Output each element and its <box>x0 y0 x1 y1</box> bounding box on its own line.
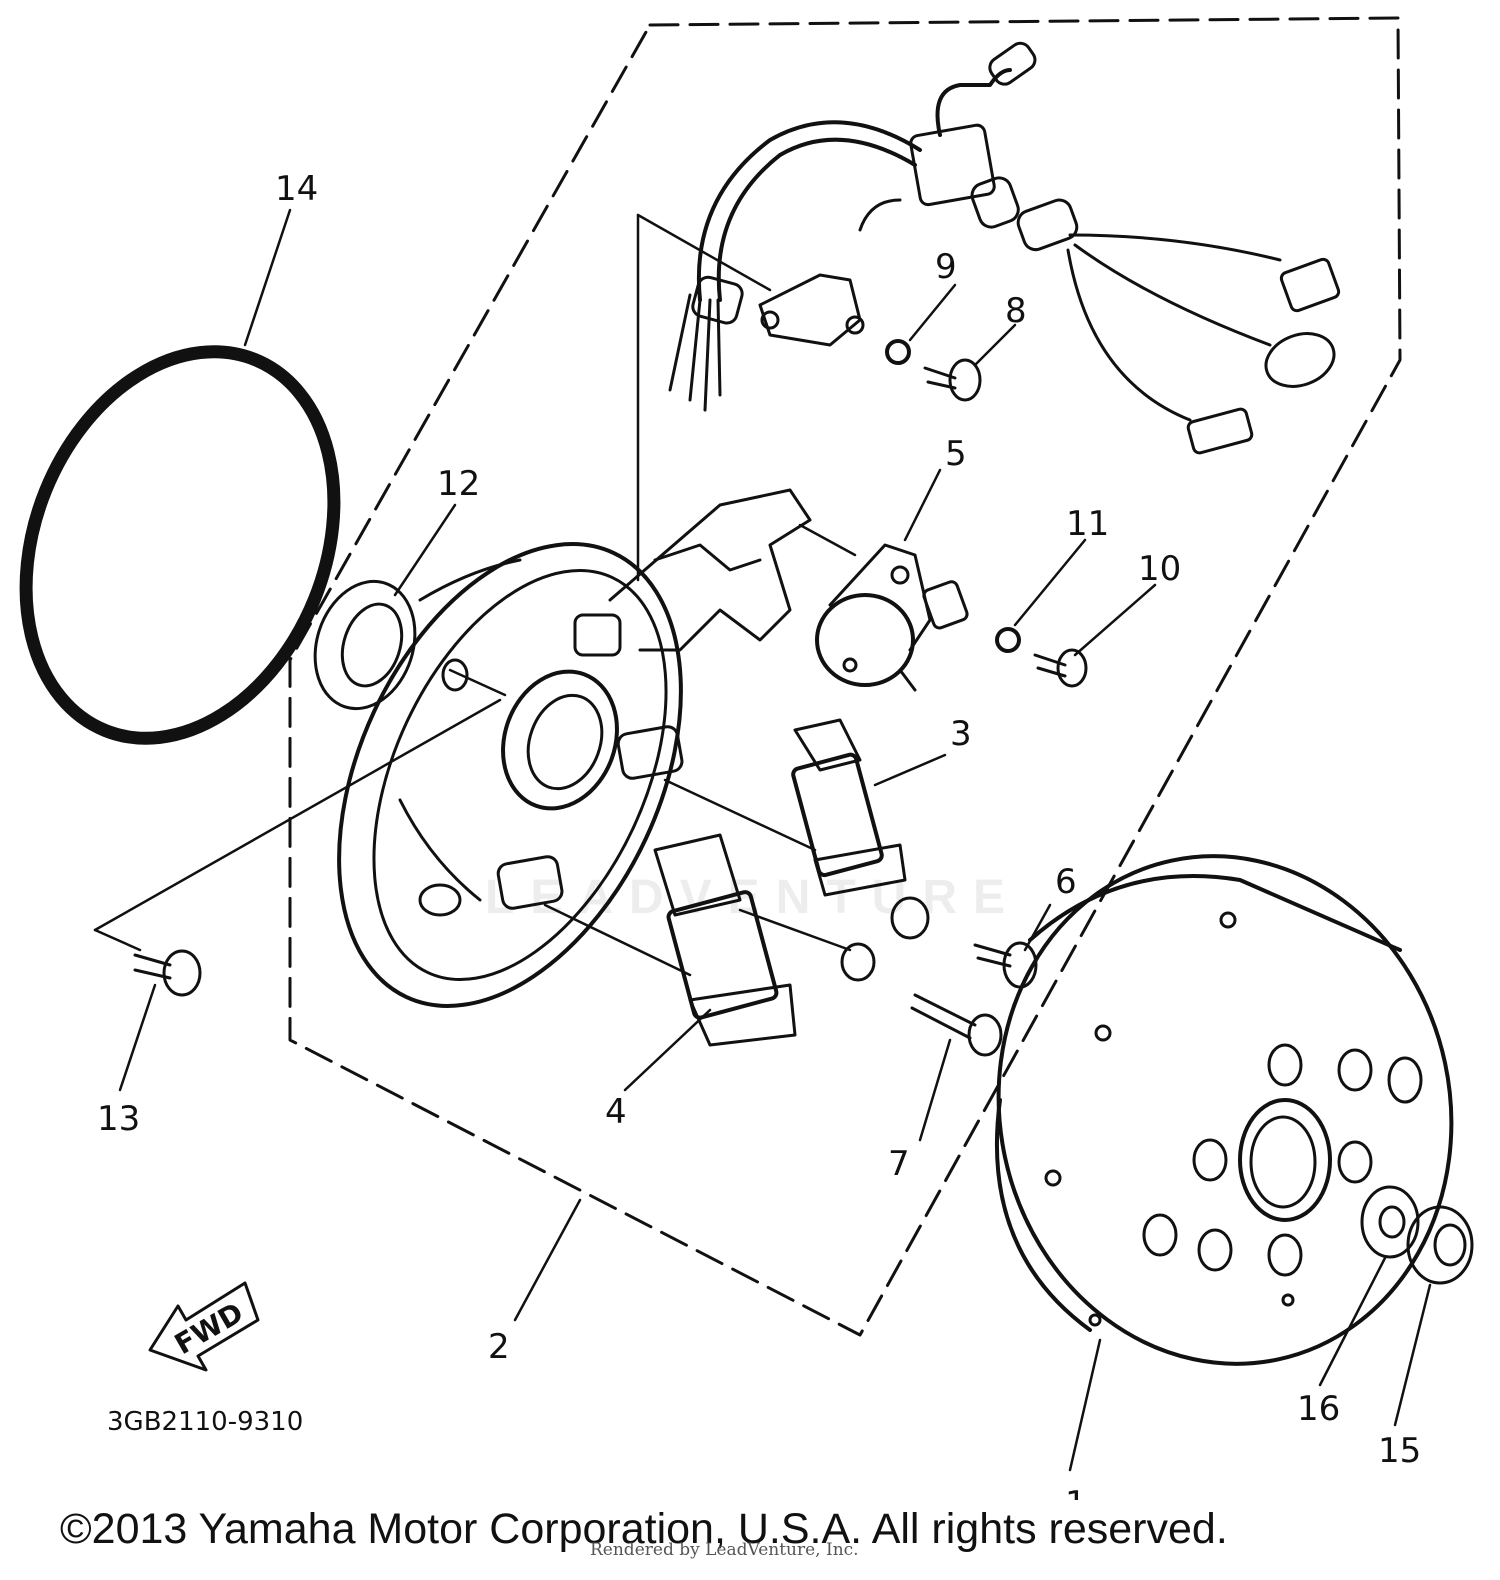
watermark-text: LEADVENTURE <box>485 871 1022 924</box>
screw-part-10[interactable] <box>1033 648 1088 688</box>
screw-part-8[interactable] <box>923 358 982 402</box>
wiring-harness[interactable] <box>668 39 1341 455</box>
label-11: 11 <box>1066 504 1109 544</box>
label-13: 13 <box>97 1099 140 1139</box>
label-16: 16 <box>1297 1389 1340 1429</box>
exploded-parts-diagram: 1 2 3 4 5 6 7 8 9 10 11 12 13 14 15 16 F… <box>0 16 1498 1500</box>
label-3: 3 <box>950 714 972 754</box>
o-ring-part-14[interactable] <box>0 305 389 785</box>
forward-arrow-icon: FWD <box>148 1281 260 1372</box>
label-15: 15 <box>1378 1431 1421 1471</box>
pulser-coil-part-5[interactable] <box>815 543 932 692</box>
label-5: 5 <box>945 434 967 474</box>
screw-part-13[interactable] <box>133 949 202 997</box>
clip-near-11[interactable] <box>922 580 969 630</box>
nut-part-15[interactable] <box>1406 1205 1474 1285</box>
flywheel-rotor-part-1[interactable] <box>952 814 1498 1406</box>
stator-plate[interactable] <box>271 488 812 1061</box>
label-1: 1 <box>1065 1484 1087 1500</box>
screw-part-7[interactable] <box>910 993 1003 1057</box>
clip-near-3[interactable] <box>890 896 930 940</box>
label-14: 14 <box>275 169 318 209</box>
source-coil-part-4[interactable] <box>653 833 797 1047</box>
washer-part-16[interactable] <box>1360 1185 1420 1259</box>
assembly-boundary <box>288 16 1402 1337</box>
label-4: 4 <box>605 1092 627 1132</box>
label-10: 10 <box>1138 549 1181 589</box>
label-2: 2 <box>488 1327 510 1367</box>
washer-part-9[interactable] <box>885 339 911 365</box>
washer-part-11[interactable] <box>995 627 1021 653</box>
label-8: 8 <box>1005 291 1027 331</box>
diagram-code: 3GB2110-9310 <box>107 1407 303 1437</box>
pickup-bracket[interactable] <box>758 273 865 347</box>
label-6: 6 <box>1055 862 1077 902</box>
label-12: 12 <box>437 464 480 504</box>
leader-lines <box>93 208 1432 1472</box>
copyright-notice: ©2013 Yamaha Motor Corporation, U.S.A. A… <box>60 1505 1228 1553</box>
rendered-by-credit: Rendered by LeadVenture, Inc. <box>590 1540 859 1560</box>
label-9: 9 <box>935 247 957 287</box>
charging-coil-part-3[interactable] <box>791 718 907 897</box>
oil-seal-part-12[interactable] <box>299 568 430 721</box>
clip-near-4[interactable] <box>840 942 876 982</box>
label-7: 7 <box>888 1144 910 1184</box>
